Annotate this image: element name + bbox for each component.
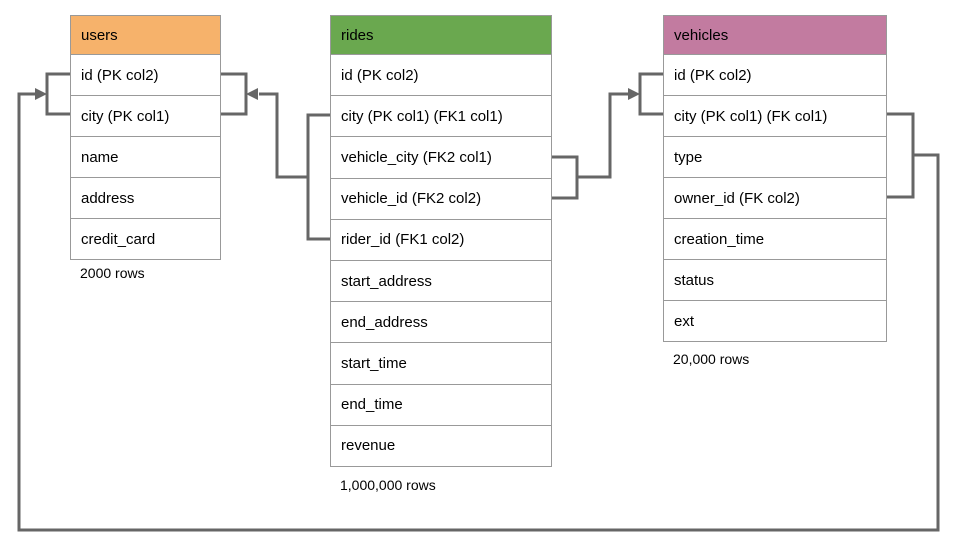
fk2-rides-to-vehicles-connector bbox=[552, 72, 663, 200]
table-row: credit_card bbox=[71, 218, 220, 259]
arrowhead-into-users-left-icon bbox=[35, 88, 47, 100]
rides-left-bracket bbox=[306, 113, 330, 241]
table-row: ext bbox=[664, 300, 886, 341]
table-row: owner_id (FK col2) bbox=[664, 177, 886, 218]
table-row: vehicle_id (FK2 col2) bbox=[331, 177, 551, 219]
arrowhead-into-vehicles-left-icon bbox=[628, 88, 640, 100]
table-row: city (PK col1) (FK1 col1) bbox=[331, 95, 551, 137]
table-rides-header: rides bbox=[331, 16, 551, 54]
table-row: rider_id (FK1 col2) bbox=[331, 218, 551, 260]
table-row: city (PK col1) bbox=[71, 95, 220, 136]
rides-right-bracket bbox=[552, 155, 579, 200]
fk2-line bbox=[577, 92, 629, 179]
table-row: end_address bbox=[331, 301, 551, 343]
rides-row-count: 1,000,000 rows bbox=[340, 477, 436, 493]
vehicles-left-bracket bbox=[638, 72, 663, 116]
fk1-line bbox=[259, 92, 308, 179]
table-row: address bbox=[71, 177, 220, 218]
vehicles-row-count: 20,000 rows bbox=[673, 351, 750, 367]
table-users-header: users bbox=[71, 16, 220, 54]
table-row: city (PK col1) (FK col1) bbox=[664, 95, 886, 136]
table-row: revenue bbox=[331, 424, 551, 466]
table-row: start_time bbox=[331, 342, 551, 384]
table-row: status bbox=[664, 259, 886, 300]
users-right-bracket bbox=[221, 72, 248, 116]
table-row: id (PK col2) bbox=[664, 54, 886, 95]
table-row: type bbox=[664, 136, 886, 177]
table-row: start_address bbox=[331, 259, 551, 302]
arrowhead-into-users-right-icon bbox=[246, 88, 258, 100]
fk1-rides-to-users-connector bbox=[221, 72, 330, 241]
table-row: name bbox=[71, 136, 220, 177]
table-row: creation_time bbox=[664, 218, 886, 259]
table-vehicles: vehicles id (PK col2) city (PK col1) (FK… bbox=[663, 15, 887, 342]
users-row-count: 2000 rows bbox=[80, 265, 145, 281]
table-row: vehicle_city (FK2 col1) bbox=[331, 136, 551, 178]
table-vehicles-header: vehicles bbox=[664, 16, 886, 54]
table-users: users id (PK col2) city (PK col1) name a… bbox=[70, 15, 221, 260]
vehicles-right-bracket bbox=[887, 112, 915, 199]
table-row: id (PK col2) bbox=[71, 54, 220, 95]
table-rides: rides id (PK col2) city (PK col1) (FK1 c… bbox=[330, 15, 552, 467]
table-row: id (PK col2) bbox=[331, 54, 551, 96]
users-left-bracket bbox=[45, 72, 70, 116]
table-row: end_time bbox=[331, 383, 551, 425]
